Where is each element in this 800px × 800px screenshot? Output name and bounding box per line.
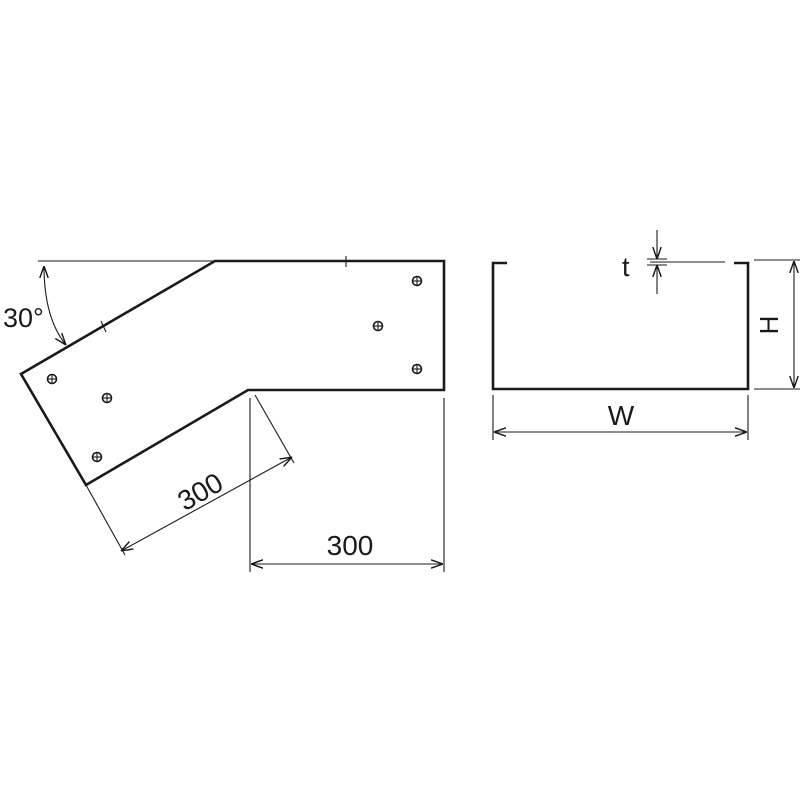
cross-section-view: t H W [491,230,800,440]
width-label: W [608,400,635,431]
diagonal-length-label: 300 [172,467,228,517]
dimension-line [121,457,292,551]
width-dimension: W [492,395,749,440]
thickness-dimension: t [622,230,667,294]
angle-dimension: 30° [3,260,215,345]
diagonal-length-dimension: 300 [85,394,295,556]
angle-arc [44,266,66,345]
horizontal-length-dimension: 300 [249,398,445,572]
bend-outline [19,259,446,487]
extension-line [85,484,126,556]
angle-label: 30° [3,303,44,333]
horizontal-length-label: 300 [327,530,374,561]
height-dimension: H [754,259,800,390]
bend-plan-view: 30° 300 300 [3,256,446,572]
height-label: H [754,316,784,335]
extension-line [254,394,295,464]
bolt-holes [46,275,423,463]
channel-profile [491,261,750,391]
edge-tick-diagonal [100,320,107,333]
thickness-label: t [622,252,630,282]
